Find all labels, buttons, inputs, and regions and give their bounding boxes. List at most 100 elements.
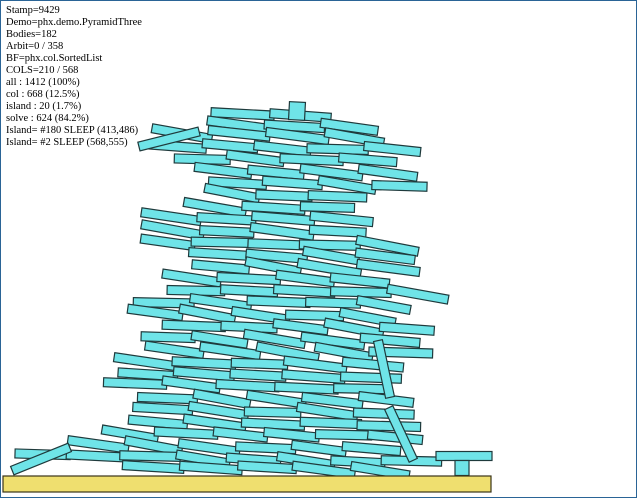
island-sleep-text-2: Island= #2 SLEEP (568,555): [6, 137, 128, 148]
block-45: [187, 247, 252, 261]
block-17: [337, 152, 398, 168]
block-94: [229, 368, 287, 382]
block-125: [177, 438, 241, 457]
block-97: [102, 377, 168, 390]
block-falling-2: [383, 405, 419, 463]
block-53: [161, 268, 223, 288]
block-96: [339, 371, 403, 384]
block-12: [306, 143, 370, 156]
block-38: [249, 221, 315, 241]
block-falling-1: [372, 338, 396, 400]
block-90: [282, 355, 348, 374]
block-33: [196, 212, 257, 226]
block-4: [319, 117, 380, 136]
block-48: [354, 247, 416, 266]
timing-col-text: col : 668 (12.5%): [6, 89, 80, 100]
block-66: [355, 294, 412, 316]
block-28: [307, 189, 368, 203]
block-140: [291, 460, 357, 480]
timing-island-text: island : 20 (1.7%): [6, 101, 82, 112]
block-123: [66, 435, 130, 454]
block-31: [299, 201, 356, 214]
block-120: [262, 426, 321, 443]
block-131: [119, 450, 181, 463]
block-77: [140, 331, 196, 344]
broadphase-text: BF=phx.col.SortedList: [6, 53, 103, 64]
block-46: [245, 248, 309, 264]
block-35: [309, 210, 374, 228]
block-54: [216, 271, 282, 286]
block-91: [341, 356, 405, 373]
block-102: [136, 391, 199, 405]
block-64: [246, 295, 311, 309]
block-34: [250, 210, 316, 227]
block-59: [272, 283, 336, 298]
block-116: [356, 420, 422, 433]
block-16: [279, 153, 345, 167]
block-68: [177, 303, 237, 325]
block-83: [198, 341, 262, 361]
block-138: [178, 460, 244, 476]
block-39: [308, 224, 367, 238]
block-25: [371, 179, 428, 192]
block-58: [219, 284, 279, 298]
block-81: [359, 332, 421, 349]
stamp-text: Stamp=9429: [6, 5, 60, 16]
block-74: [272, 318, 330, 336]
block-121: [314, 428, 373, 441]
block-72: [161, 319, 227, 333]
block-30: [241, 200, 306, 215]
block-115: [299, 416, 363, 430]
debug-stats-panel: Stamp=9429 Demo=phx.demo.PyramidThree Bo…: [6, 5, 142, 149]
block-109: [243, 406, 302, 419]
block-left-tilt: [137, 126, 201, 152]
block-103: [192, 388, 252, 410]
platform-top: [435, 450, 493, 462]
block-128: [341, 440, 402, 457]
ground-slab: [2, 475, 492, 493]
block-126: [234, 441, 297, 455]
block-23: [261, 175, 324, 191]
block-42: [247, 238, 304, 251]
block-65: [304, 296, 362, 309]
block-82: [143, 340, 205, 360]
block-111: [352, 407, 415, 420]
block-76: [378, 321, 436, 336]
platform-stem: [454, 459, 470, 477]
block-78: [190, 330, 249, 349]
block-107: [131, 401, 194, 416]
island-sleep-text-1: Island= #180 SLEEP (413,486): [6, 125, 139, 136]
block-70: [284, 309, 345, 322]
block-79: [242, 328, 307, 350]
cols-text: COLS=210 / 568: [6, 65, 79, 76]
block-36: [140, 219, 206, 241]
block-118: [153, 426, 219, 440]
ground-group: [2, 450, 493, 493]
demo-text: Demo=phx.demo.PyramidThree: [6, 17, 142, 28]
block-137: [121, 459, 185, 474]
block-67: [126, 303, 184, 322]
block-44: [355, 234, 420, 257]
block-127: [290, 439, 348, 458]
block-13: [362, 140, 422, 158]
arbit-text: Arbit=0 / 358: [6, 41, 64, 52]
block-29: [182, 196, 248, 218]
block-37: [198, 225, 255, 238]
block-119: [212, 426, 269, 443]
block-top-upright: [287, 100, 307, 122]
block-75: [323, 317, 385, 339]
block-105: [300, 391, 364, 410]
block-89: [230, 357, 289, 370]
block-7: [264, 126, 331, 146]
block-61: [385, 283, 450, 305]
block-27: [255, 189, 313, 202]
block-41: [190, 236, 254, 249]
timing-solve-text: solve : 624 (84.2%): [6, 113, 89, 124]
block-49: [190, 259, 251, 275]
block-fallen-left: [9, 442, 73, 476]
block-21: [357, 163, 419, 182]
timing-all-text: all : 1412 (100%): [6, 77, 80, 88]
bodies-text: Bodies=182: [6, 29, 57, 40]
